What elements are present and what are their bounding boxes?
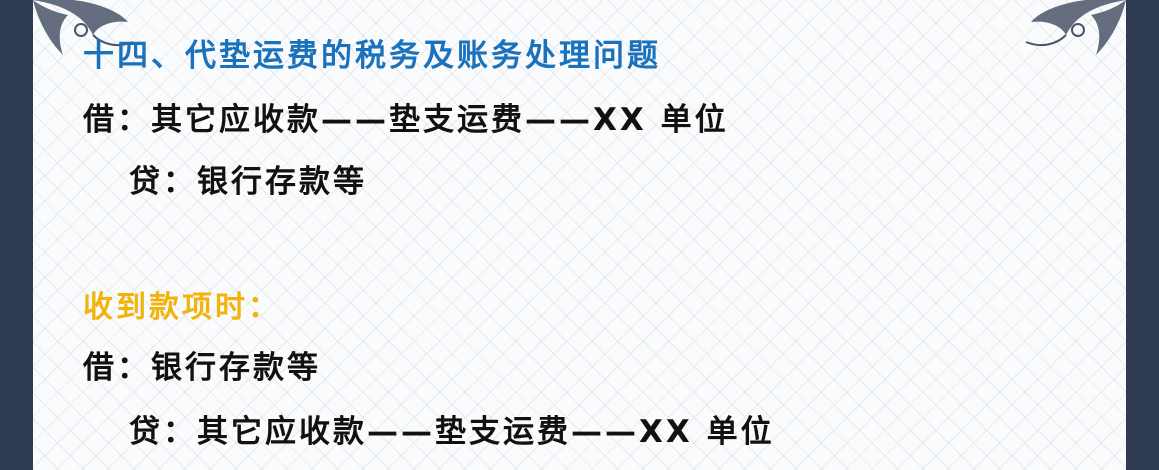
- entry2-debit-line: 借：银行存款等: [83, 350, 321, 386]
- entry1-debit-line: 借：其它应收款——垫支运费——XX 单位: [83, 102, 729, 138]
- entry2-credit-line: 贷：其它应收款——垫支运费——XX 单位: [129, 414, 775, 450]
- received-heading: 收到款项时：: [83, 290, 281, 325]
- entry1-credit-line: 贷：银行存款等: [129, 164, 367, 200]
- corner-ornament-right: [1025, 0, 1126, 55]
- page-title: 十四、代垫运费的税务及账务处理问题: [83, 38, 661, 74]
- slide-content: 十四、代垫运费的税务及账务处理问题 借：其它应收款——垫支运费——XX 单位 贷…: [33, 0, 1126, 470]
- corner-ornament-left: [33, 0, 134, 55]
